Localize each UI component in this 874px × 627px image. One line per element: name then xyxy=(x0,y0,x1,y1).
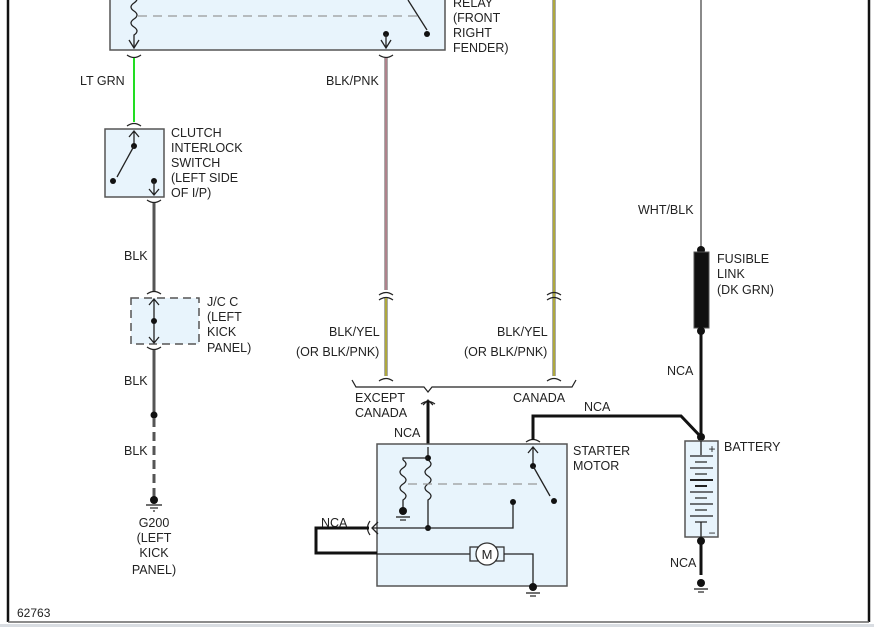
starter-label-2: MOTOR xyxy=(573,459,619,473)
fusible-link-label-1: FUSIBLE xyxy=(717,252,769,266)
option-canada: CANADA xyxy=(513,391,566,405)
bottom-strip xyxy=(0,624,874,627)
figure-number: 62763 xyxy=(17,606,51,620)
motor-symbol: M xyxy=(482,547,493,562)
starter-label-1: STARTER xyxy=(573,444,630,458)
wire-label-blk-3: BLK xyxy=(124,444,148,458)
relay-switch-icon xyxy=(407,0,428,31)
option-except-canada-2: CANADA xyxy=(355,406,408,420)
wire-nca-starter-loop xyxy=(314,526,377,555)
clutch-interlock-switch: CLUTCH INTERLOCK SWITCH (LEFT SIDE OF I/… xyxy=(104,122,243,204)
battery-plus: + xyxy=(708,442,715,456)
option-bracket xyxy=(351,379,577,393)
wire-label-nca-ground: NCA xyxy=(670,556,697,570)
ground-g200: G200 (LEFT KICK PANEL) xyxy=(132,496,176,577)
battery-label: BATTERY xyxy=(724,440,781,454)
fusible-link-icon xyxy=(693,251,710,329)
wire-label-nca-battery-link: NCA xyxy=(584,400,611,414)
jcc-label-3: KICK xyxy=(207,325,237,339)
jcc-label-4: PANEL) xyxy=(207,341,251,355)
fusible-link-label-2: LINK xyxy=(717,267,745,281)
g200-label-3: KICK xyxy=(139,546,169,560)
relay-coil-icon xyxy=(130,0,138,48)
solenoid-switch-icon xyxy=(532,465,551,497)
clutch-label-2: INTERLOCK xyxy=(171,141,243,155)
g200-label-1: G200 xyxy=(139,516,170,530)
clutch-label-4: (LEFT SIDE xyxy=(171,171,238,185)
jcc-label-1: J/C C xyxy=(207,295,238,309)
junction-block-jcc: J/C C (LEFT KICK PANEL) xyxy=(130,290,251,355)
g200-label-2: (LEFT xyxy=(137,531,172,545)
option-except-canada-1: EXCEPT xyxy=(355,391,405,405)
wire-label-nca-loop: NCA xyxy=(321,516,348,530)
fusible-link: FUSIBLE LINK (DK GRN) xyxy=(693,246,774,335)
clutch-label-3: SWITCH xyxy=(171,156,220,170)
starter-motor: M STARTER MOTOR xyxy=(371,443,630,597)
wire-label-blk-pnk: BLK/PNK xyxy=(326,74,379,88)
wire-nca-battery-link xyxy=(531,414,703,440)
motor-icon xyxy=(475,542,499,566)
g200-label-4: PANEL) xyxy=(132,563,176,577)
battery-minus: − xyxy=(708,526,715,540)
wire-label-nca-starter-top: NCA xyxy=(394,426,421,440)
wire-label-blk-yel-right: BLK/YEL xyxy=(497,325,548,339)
wire-label-lt-grn: LT GRN xyxy=(80,74,125,88)
svg-text:RELAY: RELAY xyxy=(453,0,494,10)
wire-label-nca-fusible: NCA xyxy=(667,364,694,378)
clutch-switch-icon xyxy=(116,145,135,178)
pull-coil-icon xyxy=(424,459,432,528)
clutch-label-5: OF I/P) xyxy=(171,186,211,200)
wire-label-blk-1: BLK xyxy=(124,249,148,263)
relay-label-1: RELAY xyxy=(453,0,494,10)
jcc-label-2: (LEFT xyxy=(207,310,242,324)
wire-label-blk-yel-left-alt: (OR BLK/PNK) xyxy=(296,345,379,359)
relay: RELAY (FRONT RIGHT FENDER) xyxy=(109,0,509,55)
wire-label-wht-blk: WHT/BLK xyxy=(638,203,694,217)
battery-ground xyxy=(694,579,708,593)
clutch-label-1: CLUTCH xyxy=(171,126,222,140)
relay-label-2: (FRONT xyxy=(453,11,501,25)
hold-coil-icon xyxy=(399,459,407,510)
wire-label-blk-2: BLK xyxy=(124,374,148,388)
wire-label-blk-yel-right-alt: (OR BLK/PNK) xyxy=(464,345,547,359)
relay-label-4: FENDER) xyxy=(453,41,509,55)
wire-label-blk-yel-left: BLK/YEL xyxy=(329,325,380,339)
battery-cells-icon xyxy=(690,455,713,523)
relay-label-3: RIGHT xyxy=(453,26,492,40)
fusible-link-label-3: (DK GRN) xyxy=(717,283,774,297)
battery: + − BATTERY xyxy=(684,433,781,545)
